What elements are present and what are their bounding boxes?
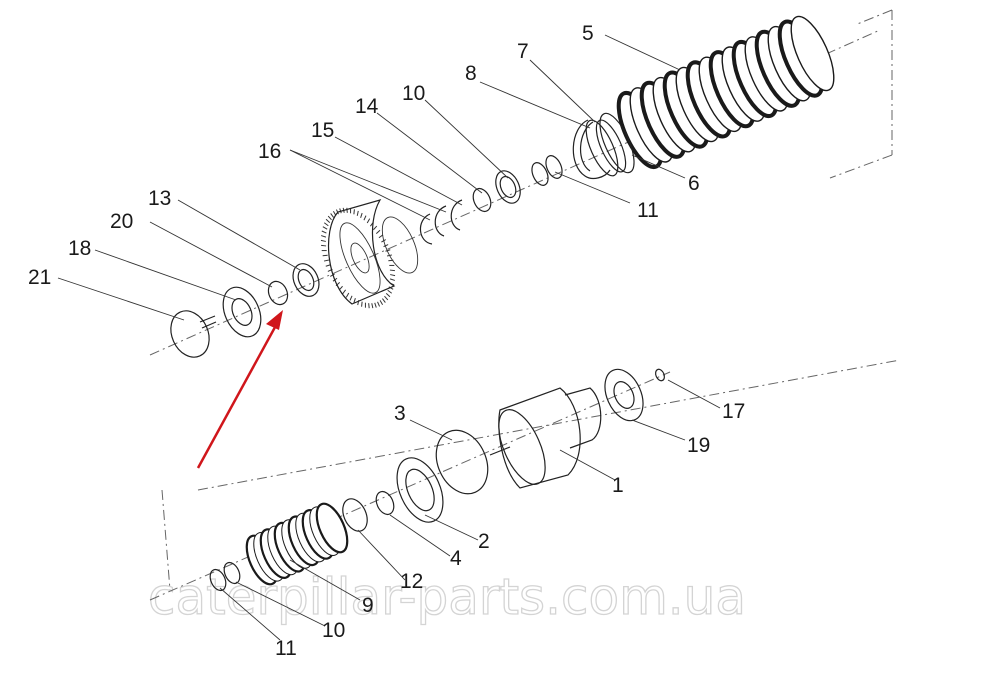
gear-tooth xyxy=(371,303,374,309)
gear-tooth xyxy=(325,264,331,267)
gear-tooth xyxy=(321,244,327,247)
gear-tooth xyxy=(330,213,334,218)
callout-11-upper: 11 xyxy=(637,199,659,222)
gear-tooth xyxy=(385,293,391,298)
callout-4: 4 xyxy=(450,547,462,570)
gear-tooth xyxy=(345,292,350,298)
lower-housing-outline xyxy=(161,359,901,591)
gear-tooth xyxy=(322,226,328,230)
callout-20: 20 xyxy=(110,210,133,233)
part-20-ring xyxy=(267,280,289,306)
part-6-clutch-plate xyxy=(595,112,635,174)
part-9-spring-pack xyxy=(245,502,349,586)
callout-10-lower: 10 xyxy=(322,619,345,642)
callout-13: 13 xyxy=(148,187,171,210)
callout-2: 2 xyxy=(478,530,490,553)
gear-tooth xyxy=(368,303,370,309)
clutch-disc xyxy=(790,15,835,92)
gear-tooth xyxy=(323,222,329,227)
gear-tooth xyxy=(360,212,363,218)
gear-tooth xyxy=(363,215,367,221)
part-16-snap-rings xyxy=(419,205,447,245)
part-17-o-ring xyxy=(655,368,665,382)
part-13-bearing xyxy=(292,263,320,297)
gear-tooth xyxy=(349,295,353,301)
callout-7: 7 xyxy=(517,40,529,63)
callout-11-lower: 11 xyxy=(275,637,297,660)
callout-10-upper: 10 xyxy=(402,82,425,105)
spring-coil xyxy=(315,502,349,554)
gear-tooth xyxy=(327,215,332,221)
part-3-seal-ring xyxy=(435,429,489,495)
part-19-ball-bearing xyxy=(604,368,644,422)
gear-tooth xyxy=(375,229,381,234)
watermark-text: caterpillar-parts.com.ua xyxy=(148,568,746,626)
gear-tooth xyxy=(323,259,330,262)
part-21-retaining-ring xyxy=(170,310,217,358)
red-arrow xyxy=(196,310,283,469)
gear-tooth xyxy=(321,230,327,234)
gear-tooth xyxy=(383,244,389,248)
part-2-piston xyxy=(396,457,444,523)
callout-12: 12 xyxy=(400,570,423,593)
callout-9: 9 xyxy=(362,594,374,617)
gear-tooth xyxy=(388,286,394,290)
gear-tooth xyxy=(353,209,355,215)
gear-tooth xyxy=(321,235,327,238)
leader-lines xyxy=(57,34,721,641)
callout-8: 8 xyxy=(465,62,477,85)
gear-tooth xyxy=(390,274,396,277)
callout-21: 21 xyxy=(28,266,51,289)
callout-17: 17 xyxy=(722,400,745,423)
callout-5: 5 xyxy=(582,22,594,45)
gear-tooth xyxy=(389,278,395,281)
gear-tooth xyxy=(361,301,363,307)
gear-tooth xyxy=(384,295,389,301)
gear-tooth xyxy=(377,301,381,307)
gear-tooth xyxy=(366,218,371,224)
part-4-ring xyxy=(375,490,395,516)
callout-16: 16 xyxy=(258,140,281,163)
gear-tooth xyxy=(356,210,359,216)
part-7-ring xyxy=(585,119,619,177)
gear-tooth xyxy=(382,298,386,303)
gear-tooth xyxy=(325,218,331,223)
callout-15: 15 xyxy=(311,119,334,142)
gear-tooth xyxy=(342,289,347,295)
callout-14: 14 xyxy=(355,95,379,118)
callout-6: 6 xyxy=(688,172,700,195)
gear-tooth xyxy=(353,298,356,304)
gear-tooth xyxy=(389,269,395,272)
callout-18: 18 xyxy=(68,237,91,260)
part-14-ring xyxy=(472,187,492,213)
callout-3: 3 xyxy=(394,402,406,425)
part-18-ball-bearing xyxy=(222,286,262,338)
part-5-clutch-disc-pack xyxy=(616,15,835,170)
gear-tooth xyxy=(379,300,384,305)
part-12-ring xyxy=(342,498,368,532)
gear-tooth xyxy=(320,239,326,242)
gear-tooth xyxy=(346,207,348,213)
driven-gear xyxy=(320,199,419,309)
callout-1: 1 xyxy=(612,474,624,497)
part-11-washer-upper xyxy=(531,155,563,186)
part-10-bearing-upper xyxy=(495,170,521,204)
gear-tooth xyxy=(373,225,378,231)
upper-housing-outline xyxy=(829,9,893,179)
part-10-washer-lower xyxy=(223,561,241,585)
gear-tooth xyxy=(322,254,328,257)
callout-19: 19 xyxy=(687,434,710,457)
part-8-snap-ring xyxy=(572,119,611,180)
part-15-snap-ring xyxy=(450,199,463,231)
part-1-clutch-carrier xyxy=(489,387,602,489)
gear-tooth xyxy=(374,302,377,308)
gear-tooth xyxy=(387,289,393,294)
gear-tooth xyxy=(385,249,391,252)
lower-axis xyxy=(149,371,671,601)
